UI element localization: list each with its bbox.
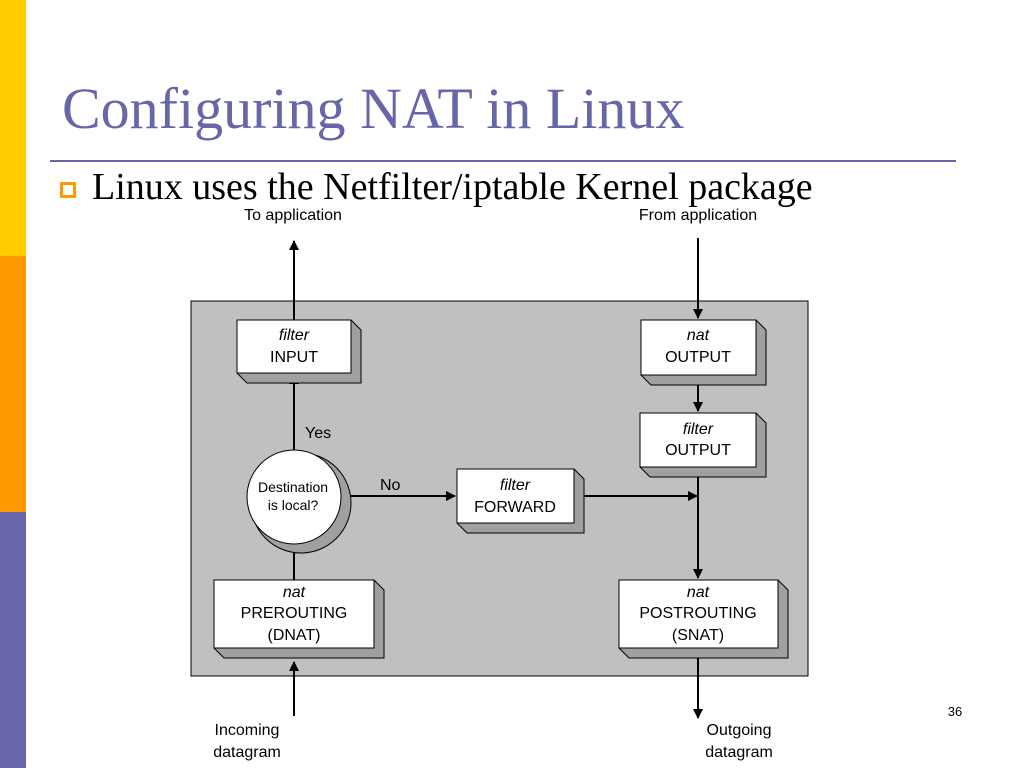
box-filter-input-table: filter — [279, 327, 310, 344]
side-bar-yellow — [0, 0, 26, 256]
decision-destination-local: Destination is local? — [246, 449, 352, 554]
label-to-application: To application — [244, 207, 342, 224]
label-incoming-line1: Incoming — [215, 722, 280, 739]
label-yes: Yes — [305, 425, 331, 442]
side-bar-orange — [0, 256, 26, 512]
box-filter-forward-table: filter — [500, 477, 531, 494]
box-filter-input-chain: INPUT — [270, 349, 318, 366]
box-nat-postrouting-target: (SNAT) — [672, 627, 724, 644]
decision-line2: is local? — [268, 497, 319, 513]
decision-line1: Destination — [258, 479, 328, 495]
box-filter-input: filter INPUT — [236, 319, 362, 384]
box-filter-forward: filter FORWARD — [456, 468, 585, 534]
label-no: No — [380, 477, 401, 494]
bullet-square-icon — [60, 182, 76, 198]
label-incoming-line2: datagram — [213, 744, 281, 761]
side-bar-purple — [0, 512, 26, 768]
bullet-text: Linux uses the Netfilter/iptable Kernel … — [92, 166, 813, 208]
box-nat-prerouting-target: (DNAT) — [267, 627, 320, 644]
page-number: 36 — [947, 704, 963, 719]
box-nat-prerouting: nat PREROUTING (DNAT) — [213, 579, 385, 659]
box-filter-output: filter OUTPUT — [639, 412, 767, 478]
title-divider — [50, 160, 956, 162]
label-outgoing-line1: Outgoing — [707, 722, 772, 739]
box-nat-prerouting-chain: PREROUTING — [241, 605, 348, 622]
box-filter-output-table: filter — [683, 421, 714, 438]
label-outgoing-line2: datagram — [705, 744, 773, 761]
slide-title: Configuring NAT in Linux — [62, 76, 685, 141]
box-nat-output-chain: OUTPUT — [665, 349, 731, 366]
box-filter-forward-chain: FORWARD — [474, 499, 556, 516]
box-filter-output-chain: OUTPUT — [665, 442, 731, 459]
box-nat-postrouting-table: nat — [687, 584, 710, 601]
box-nat-output-table: nat — [687, 327, 710, 344]
box-nat-postrouting-chain: POSTROUTING — [639, 605, 756, 622]
box-nat-output: nat OUTPUT — [640, 319, 767, 386]
box-nat-postrouting: nat POSTROUTING (SNAT) — [618, 579, 789, 659]
box-nat-prerouting-table: nat — [283, 584, 306, 601]
label-from-application: From application — [639, 207, 757, 224]
